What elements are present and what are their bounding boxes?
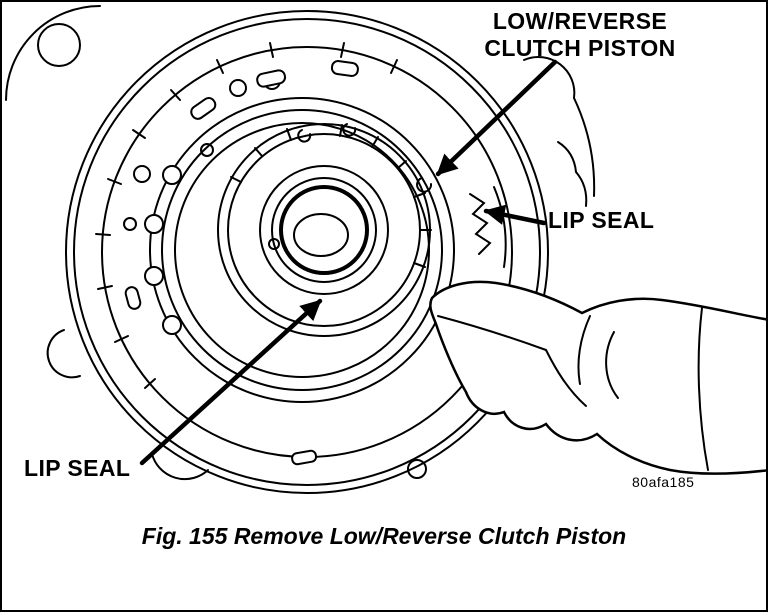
retainer-ring	[144, 97, 455, 403]
diagram-artwork	[5, 5, 766, 494]
label-lip-seal-right: LIP SEAL	[548, 207, 655, 233]
callout-arrows	[139, 59, 558, 466]
hand	[429, 280, 766, 476]
arrow-clutch-piston	[435, 59, 558, 177]
label-clutch-piston: LOW/REVERSE CLUTCH PISTON	[460, 8, 700, 62]
reference-code: 80afa185	[632, 474, 695, 490]
arrow-lip-seal-left	[139, 298, 323, 466]
transmission-case	[5, 5, 596, 494]
label-lip-seal-left: LIP SEAL	[24, 455, 131, 481]
label-clutch-piston-line1: LOW/REVERSE	[492, 8, 668, 34]
figure-caption: Fig. 155 Remove Low/Reverse Clutch Pisto…	[141, 523, 627, 549]
clutch-piston	[217, 123, 433, 337]
label-clutch-piston-line2: CLUTCH PISTON	[484, 35, 676, 62]
arrow-lip-seal-right	[483, 204, 547, 226]
lip-seal-spline-sector	[469, 141, 588, 268]
